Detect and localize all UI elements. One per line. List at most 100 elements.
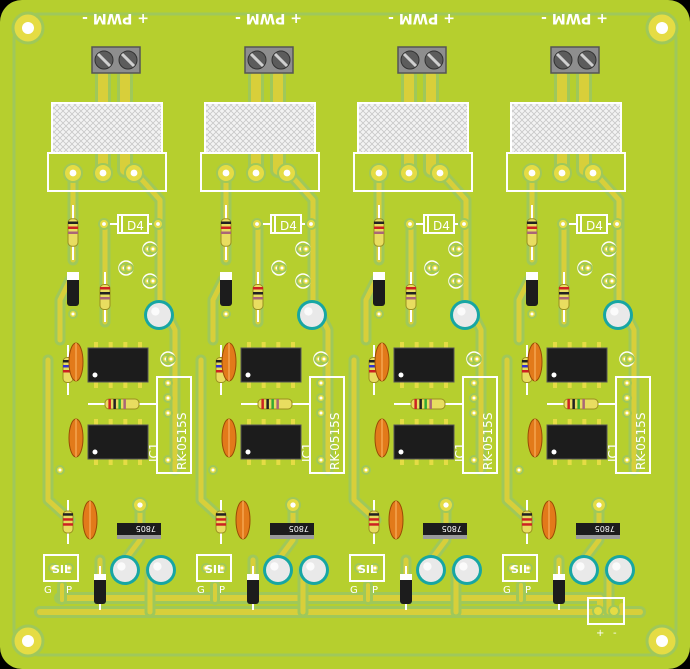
- mounting-hole-top-left: [11, 11, 45, 45]
- dc-dc-converter: RK-0515S: [309, 376, 345, 474]
- regulator-7805: 7805: [576, 523, 620, 539]
- pwm-header-label: + PWM -: [541, 10, 608, 26]
- transistor-q1: [220, 272, 232, 319]
- film-capacitor-c10: [388, 500, 404, 540]
- ic-driver-bottom: [546, 419, 608, 465]
- pwm-header-label: + PWM -: [82, 10, 149, 26]
- film-capacitor-c9: [374, 418, 390, 458]
- electrolytic-capacitor-c6: [263, 555, 293, 585]
- jumper-pin-p-label: P: [525, 585, 531, 596]
- diode-bottom: [400, 566, 412, 610]
- ceramic-capacitor-c3: [601, 273, 617, 289]
- film-capacitor-c8: [527, 342, 543, 382]
- relay-module-outline: [47, 102, 167, 192]
- dc-dc-converter: RK-0515S: [462, 376, 498, 474]
- film-capacitor-c10: [541, 500, 557, 540]
- diode-d4: D4: [404, 214, 470, 234]
- regulator-label: 7805: [136, 524, 156, 533]
- ic-driver-top: [87, 342, 149, 388]
- resistor-r1: [67, 205, 79, 260]
- diode-d4: D4: [98, 214, 164, 234]
- ic-label: IC1: [147, 442, 161, 462]
- resistor-r5: [368, 500, 380, 544]
- film-capacitor-c9: [527, 418, 543, 458]
- ceramic-capacitor-c3: [448, 273, 464, 289]
- jumper-pin-g-label: G: [197, 585, 205, 596]
- resistor-r2: [558, 272, 570, 322]
- ic-driver-bottom: [87, 419, 149, 465]
- ceramic-capacitor-c4: [160, 351, 176, 367]
- resistor-r1: [373, 205, 385, 260]
- relay-module-outline: [506, 102, 626, 192]
- ceramic-capacitor-c4: [466, 351, 482, 367]
- transistor-q1: [526, 272, 538, 319]
- electrolytic-capacitor-c7: [605, 555, 635, 585]
- diode-bottom: [247, 566, 259, 610]
- converter-label: RK-0515S: [481, 413, 495, 470]
- ic-label: IC1: [606, 442, 620, 462]
- ceramic-capacitor-c1: [142, 241, 158, 257]
- jumper-pin-p-label: P: [372, 585, 378, 596]
- ic-driver-bottom: [240, 419, 302, 465]
- ic-driver-top: [393, 342, 455, 388]
- regulator-7805: 7805: [270, 523, 314, 539]
- resistor-r1: [526, 205, 538, 260]
- ceramic-capacitor-c2: [424, 260, 440, 276]
- pwm-header-label: + PWM -: [235, 10, 302, 26]
- resistor-r2: [99, 272, 111, 322]
- ceramic-capacitor-c2: [271, 260, 287, 276]
- regulator-7805: 7805: [423, 523, 467, 539]
- resistor-r3: [394, 398, 462, 410]
- ceramic-capacitor-c1: [601, 241, 617, 257]
- jumper-label: SIL: [205, 563, 224, 576]
- ceramic-capacitor-c1: [448, 241, 464, 257]
- ceramic-capacitor-c2: [118, 260, 134, 276]
- pwm-terminal-block: [397, 46, 447, 74]
- resistor-r5: [521, 500, 533, 544]
- electrolytic-capacitor-c5: [297, 300, 327, 330]
- power-input-connector[interactable]: + -: [587, 597, 625, 639]
- film-capacitor-c8: [68, 342, 84, 382]
- film-capacitor-c10: [235, 500, 251, 540]
- electrolytic-capacitor-c6: [569, 555, 599, 585]
- ic-driver-bottom: [393, 419, 455, 465]
- diode-label: D4: [586, 219, 603, 233]
- electrolytic-capacitor-c7: [452, 555, 482, 585]
- resistor-r5: [62, 500, 74, 544]
- jumper-pin-g-label: G: [350, 585, 358, 596]
- relay-module-outline: [353, 102, 473, 192]
- jumper-pin-p-label: P: [66, 585, 72, 596]
- relay-module-outline: [200, 102, 320, 192]
- resistor-r1: [220, 205, 232, 260]
- diode-label: D4: [280, 219, 297, 233]
- dc-dc-converter: RK-0515S: [156, 376, 192, 474]
- ic-driver-top: [240, 342, 302, 388]
- diode-label: D4: [127, 219, 144, 233]
- dc-dc-converter: RK-0515S: [615, 376, 651, 474]
- jumper-label: SIL: [52, 563, 71, 576]
- regulator-label: 7805: [442, 524, 462, 533]
- resistor-r5: [215, 500, 227, 544]
- electrolytic-capacitor-c5: [450, 300, 480, 330]
- jumper-pin-g-label: G: [503, 585, 511, 596]
- ceramic-capacitor-c4: [313, 351, 329, 367]
- electrolytic-capacitor-c5: [144, 300, 174, 330]
- diode-bottom: [553, 566, 565, 610]
- jumper-label: SIL: [511, 563, 530, 576]
- ic-label: IC1: [453, 442, 467, 462]
- board-copper-pour-outline: [12, 12, 678, 657]
- resistor-r2: [252, 272, 264, 322]
- regulator-7805: 7805: [117, 523, 161, 539]
- power-minus-label: -: [613, 628, 617, 639]
- electrolytic-capacitor-c6: [416, 555, 446, 585]
- transistor-q1: [67, 272, 79, 319]
- transistor-q1: [373, 272, 385, 319]
- film-capacitor-c9: [68, 418, 84, 458]
- pwm-terminal-block: [244, 46, 294, 74]
- ic-driver-top: [546, 342, 608, 388]
- mounting-hole-top-right: [645, 11, 679, 45]
